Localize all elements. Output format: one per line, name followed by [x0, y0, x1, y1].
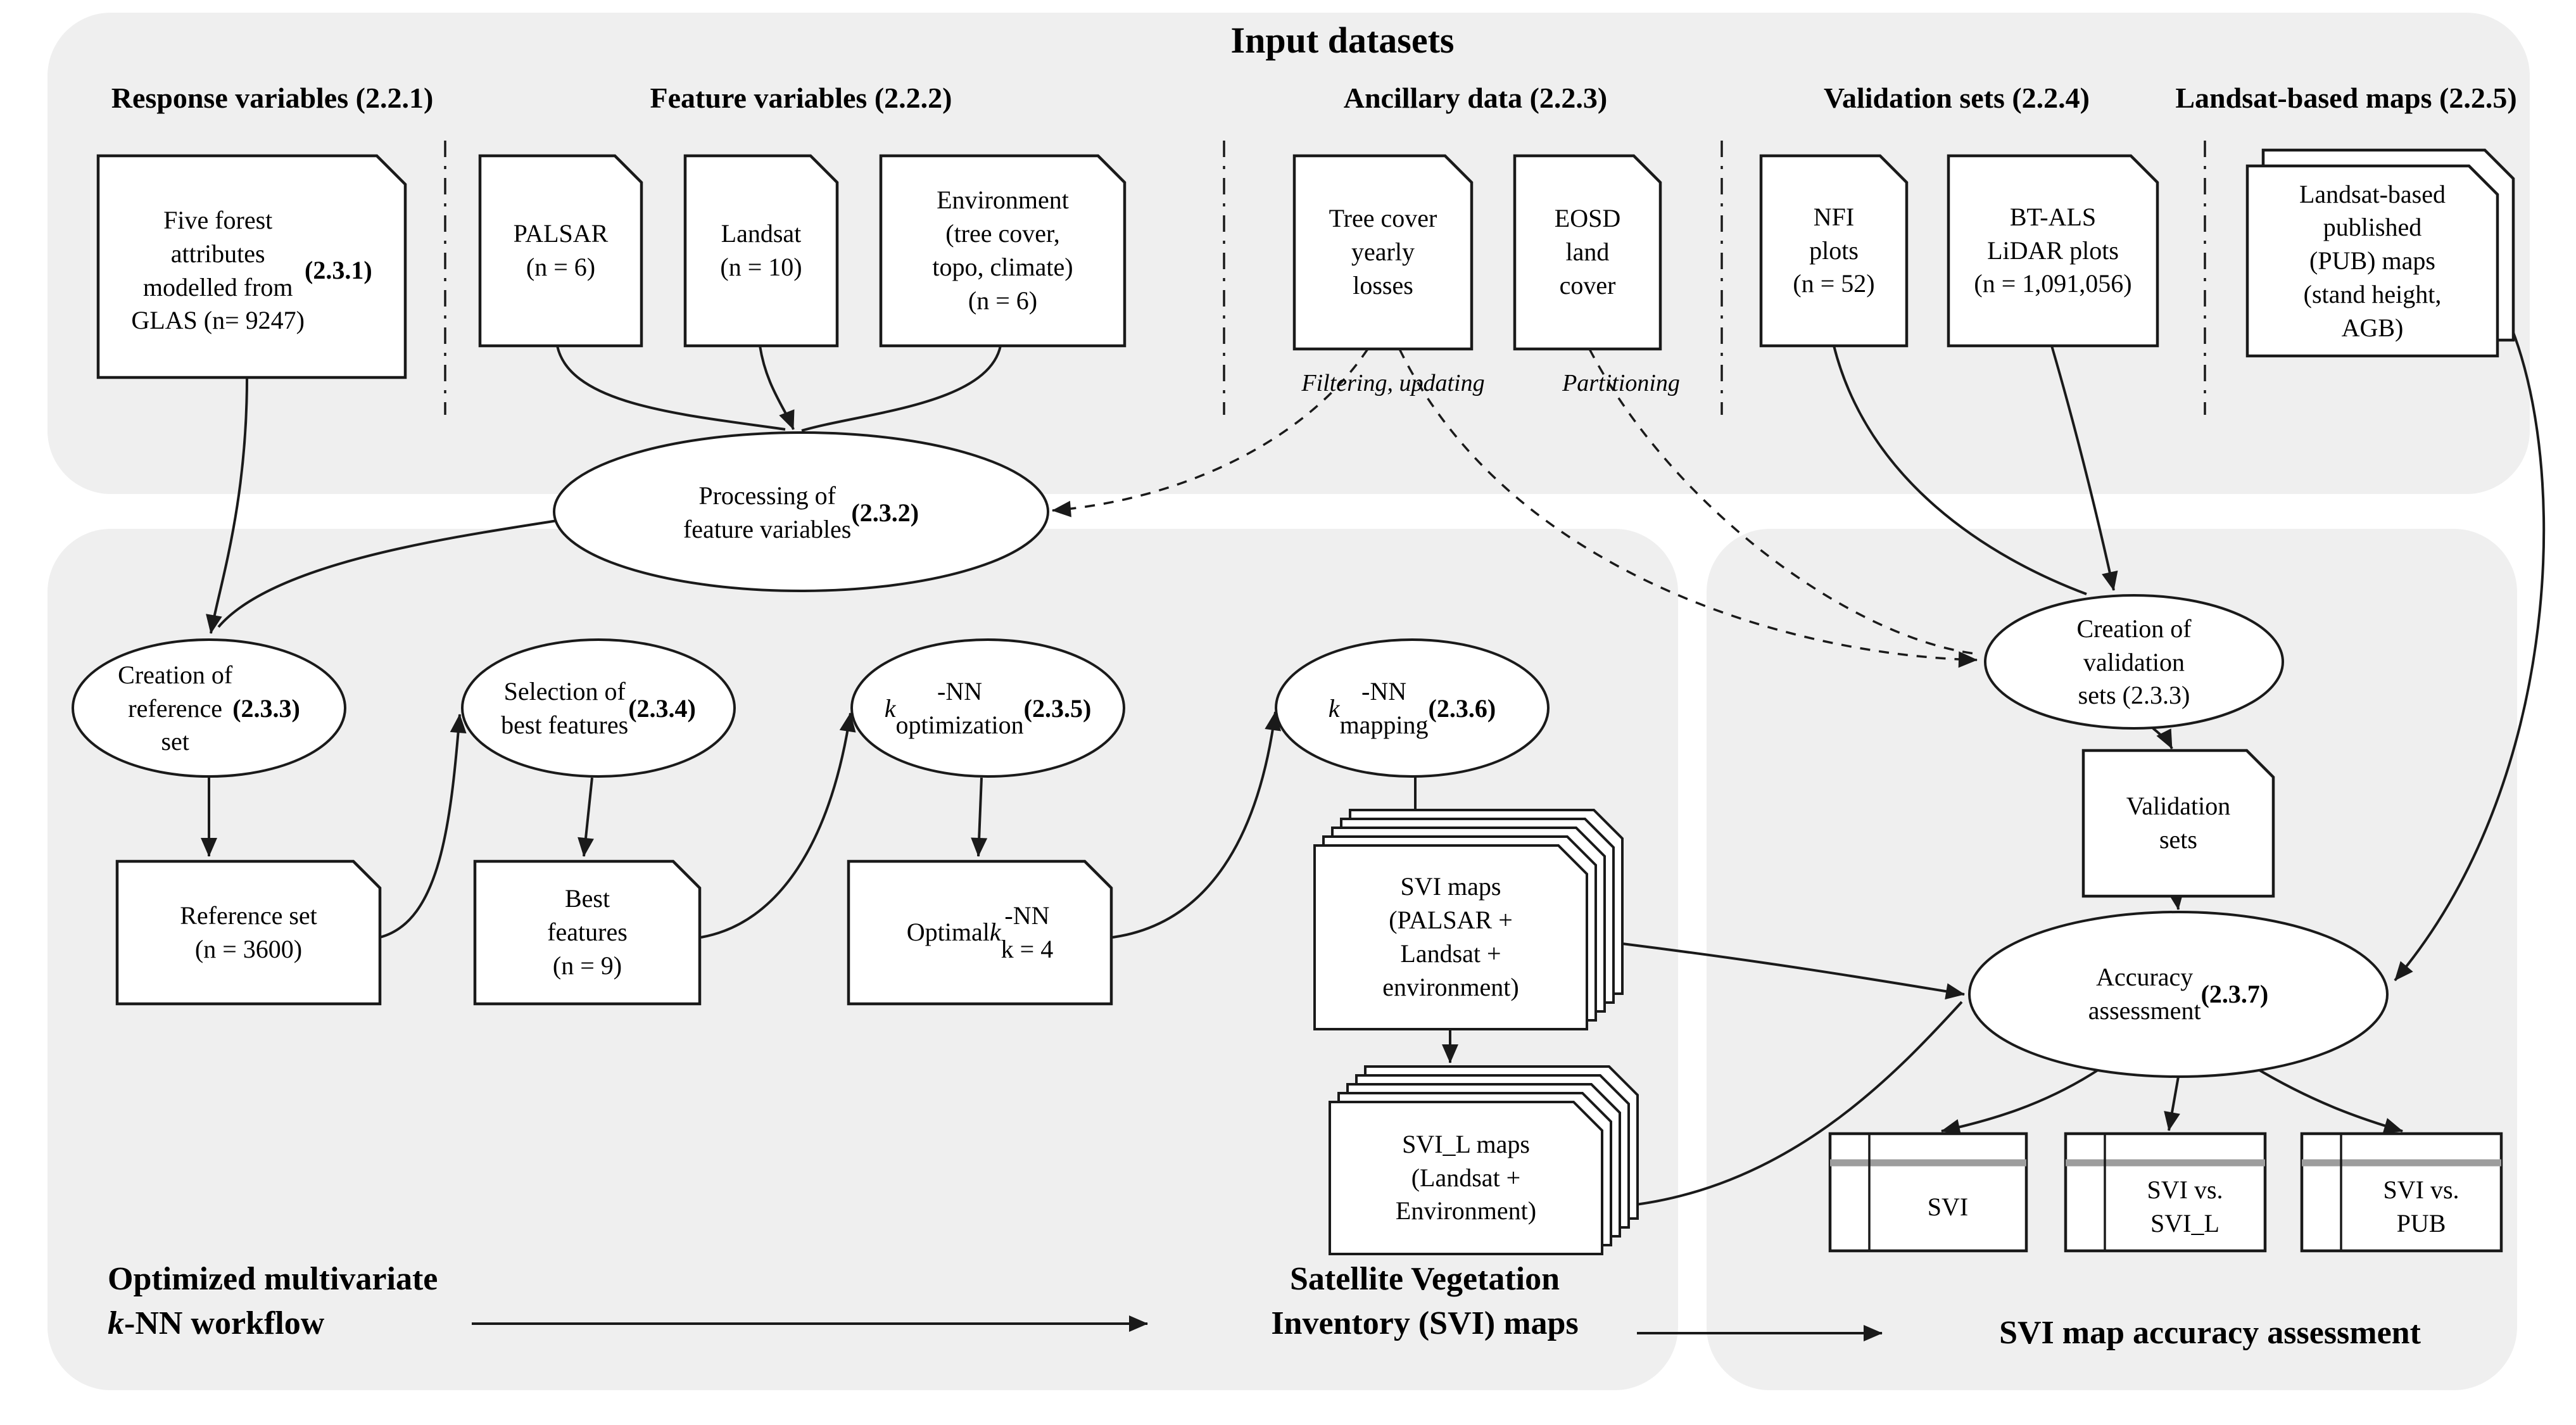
- connector-five-forest-to-creation-ref: [206, 377, 248, 634]
- connector-tree-cover-to-processing: [1052, 348, 1369, 517]
- connector-accuracy-to-svi-table: [1941, 1066, 2104, 1136]
- best-features-label: Best features (n = 9): [547, 884, 628, 980]
- eosd-box: [1513, 154, 1662, 351]
- workflow-footer-label: Optimized multivariate k-NN workflow: [108, 1260, 438, 1341]
- environment-box: [879, 154, 1127, 348]
- svi-vs-pub-table: [2300, 1132, 2503, 1253]
- accuracy-footer-label: SVI map accuracy assessment: [1999, 1315, 2421, 1352]
- svi-maps-label: SVI maps (PALSAR + Landsat + environment…: [1382, 872, 1519, 1001]
- reference-set-label: Reference set (n = 3600): [180, 901, 317, 963]
- creation-ref-label: Creation of reference set (2.3.3): [118, 660, 300, 756]
- connector-accuracy-to-pub-table: [2253, 1066, 2403, 1134]
- connector-nfi-to-creation-val: [1833, 345, 2087, 595]
- accuracy-label: Accuracy assessment (2.3.7): [2088, 963, 2269, 1025]
- connector-processing-to-creation-ref: [217, 519, 558, 628]
- tree-cover-box: [1292, 154, 1474, 351]
- partitioning-annotation: Partitioning: [1562, 369, 1680, 396]
- svi-vs-pub-table-label: SVI vs. PUB: [2383, 1175, 2459, 1238]
- selection-ellipse: [461, 638, 736, 778]
- diagram-title: Input datasets: [1230, 19, 1455, 61]
- connector-reference-set-to-selection: [379, 714, 467, 939]
- creation-ref-ellipse: [72, 638, 346, 778]
- validation-sets-label: Validation sets: [2126, 792, 2231, 854]
- accuracy-ellipse: [1968, 911, 2389, 1078]
- eosd-label: EOSD land cover: [1554, 204, 1621, 300]
- knn-map-label: k-NN mapping (2.3.6): [1328, 677, 1496, 739]
- optimal-knn-label: Optimal k-NN k = 4: [906, 901, 1054, 963]
- connector-optimal-to-knn-map: [1112, 711, 1282, 939]
- svi-table: [1828, 1132, 2028, 1253]
- connector-landsat-to-processing: [759, 345, 795, 430]
- five-forest-box: [96, 154, 407, 379]
- connector-environment-to-processing: [801, 345, 1002, 432]
- heading-ancillary-data: Ancillary data (2.2.3): [1343, 81, 1608, 114]
- connector-tree-cover-to-creation-val: [1398, 348, 1978, 668]
- btals-box: [1947, 154, 2159, 348]
- svi-maps-stack: [1313, 844, 1588, 1030]
- svi-table-label: SVI: [1927, 1192, 1969, 1221]
- pub-box-front: [2245, 164, 2499, 358]
- connector-pub-to-accuracy: [2394, 297, 2546, 982]
- reference-set-box: [115, 859, 382, 1006]
- best-features-box: [473, 859, 702, 1006]
- optimal-knn-box: [847, 859, 1113, 1006]
- connector-validation-sets-to-accuracy: [2168, 890, 2184, 910]
- landsat-label: Landsat (n = 10): [720, 219, 802, 281]
- five-forest-label: Five forest attributes modelled from GLA…: [131, 205, 372, 335]
- nfi-label: NFI plots (n = 52): [1793, 202, 1875, 298]
- connector-selection-to-best-features: [578, 777, 594, 857]
- creation-val-label: Creation of validation sets (2.3.3): [2076, 614, 2192, 710]
- palsar-box: [478, 154, 643, 348]
- svil-maps-label: SVI_L maps (Landsat + Environment): [1395, 1129, 1537, 1226]
- tree-cover-label: Tree cover yearly losses: [1329, 204, 1437, 300]
- connector-eosd-to-creation-val: [1588, 348, 1975, 655]
- nfi-box: [1759, 154, 1909, 348]
- connector-svi-maps-to-accuracy: [1622, 942, 1965, 1000]
- knn-opt-label: k-NN optimization (2.3.5): [884, 677, 1092, 739]
- connector-creation-val-to-validation-sets: [2152, 727, 2173, 749]
- filtering-annotation: Filtering, updating: [1301, 369, 1485, 396]
- pub-label: Landsat-based published (PUB) maps (stan…: [2299, 179, 2446, 342]
- connector-accuracy-to-svil-table: [2164, 1076, 2180, 1131]
- creation-val-ellipse: [1984, 594, 2284, 730]
- selection-label: Selection of best features (2.3.4): [501, 677, 696, 739]
- svi-maps-footer-label: Satellite Vegetation Inventory (SVI) map…: [1271, 1260, 1579, 1341]
- svil-maps-stack: [1329, 1101, 1603, 1255]
- input-datasets-panel: [47, 13, 2530, 494]
- processing-ellipse: [553, 431, 1049, 592]
- knn-map-ellipse: [1275, 638, 1550, 778]
- svi-vs-svil-table-label: SVI vs. SVI_L: [2147, 1175, 2223, 1238]
- connector-knn-opt-to-optimal: [971, 777, 988, 857]
- palsar-label: PALSAR (n = 6): [513, 219, 609, 281]
- landsat-box: [683, 154, 839, 348]
- connector-best-features-to-knn-opt: [700, 712, 856, 939]
- environment-label: Environment (tree cover, topo, climate) …: [932, 186, 1073, 315]
- knn-opt-ellipse: [850, 638, 1125, 778]
- processing-label: Processing of feature variables (2.3.2): [683, 481, 919, 543]
- svi-vs-svil-table: [2064, 1132, 2267, 1253]
- connector-palsar-to-processing: [556, 345, 786, 431]
- connector-btals-to-creation-val: [2050, 345, 2118, 591]
- heading-validation-sets: Validation sets (2.2.4): [1824, 81, 2090, 114]
- heading-feature-variables: Feature variables (2.2.2): [650, 81, 952, 114]
- connector-svil-maps-to-accuracy: [1619, 1001, 1963, 1208]
- validation-sets-box: [2081, 749, 2275, 898]
- heading-landsat-maps: Landsat-based maps (2.2.5): [2175, 81, 2517, 114]
- heading-response-variables: Response variables (2.2.1): [111, 81, 434, 114]
- btals-label: BT-ALS LiDAR plots (n = 1,091,056): [1974, 202, 2132, 298]
